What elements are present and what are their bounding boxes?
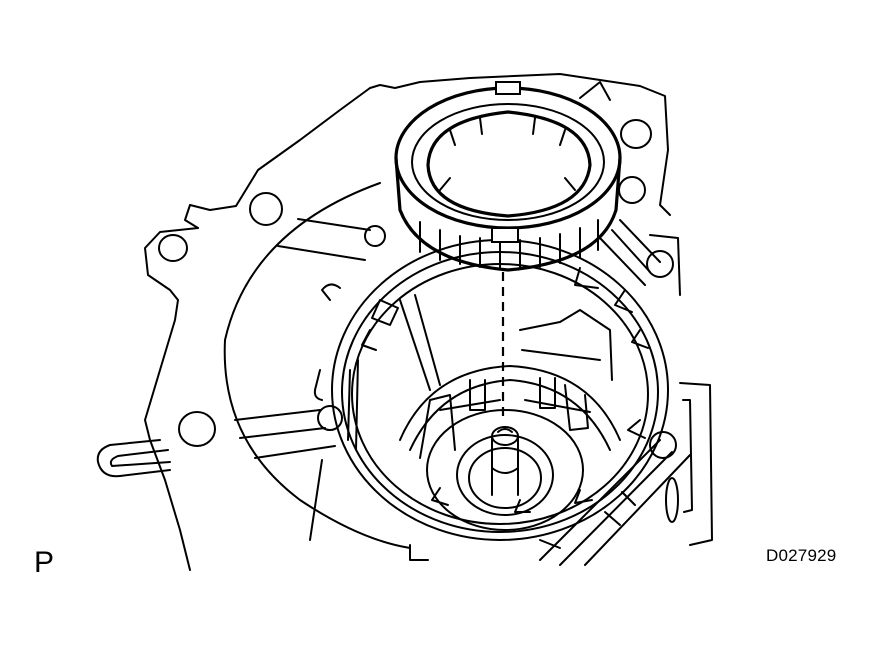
lower-right-channels <box>409 382 713 566</box>
view-label: P <box>34 546 55 579</box>
right-upper-housing <box>579 81 681 296</box>
inner-clutch-pack <box>399 365 621 531</box>
figure-code: D027929 <box>766 546 837 565</box>
main-bore <box>331 239 669 541</box>
bell-housing-arc <box>223 182 411 549</box>
left-ribs <box>234 218 386 541</box>
clutch-drum-assembly <box>394 81 622 272</box>
case-flange <box>96 73 671 571</box>
